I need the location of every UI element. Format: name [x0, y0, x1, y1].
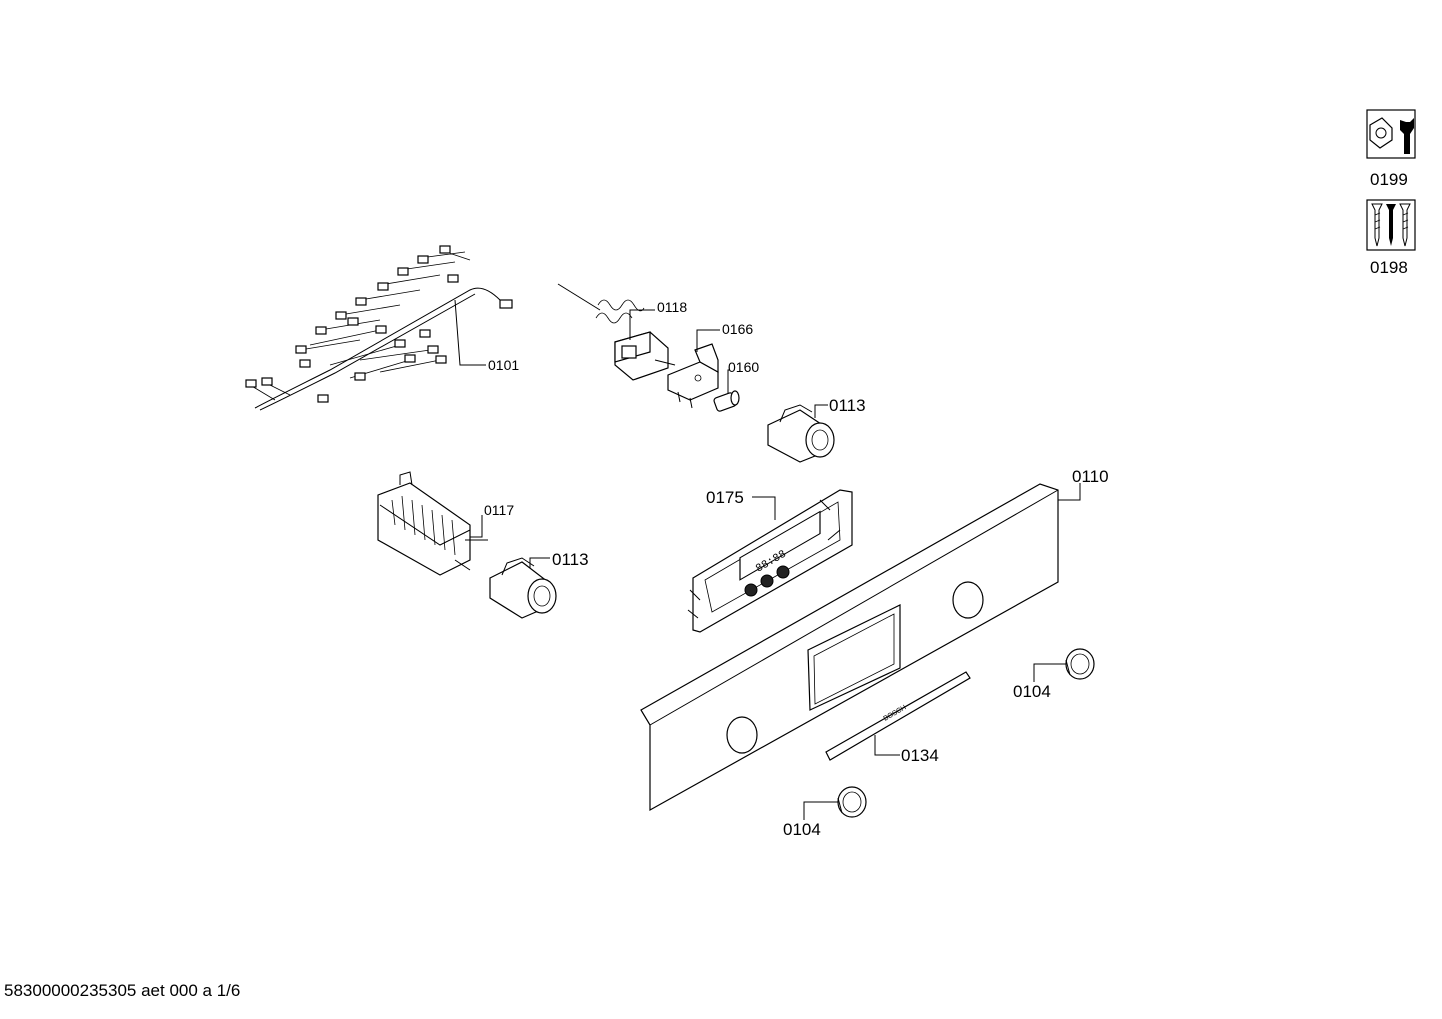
leader-line-0113-lower — [529, 557, 550, 568]
callout-0175: 0175 — [706, 488, 744, 507]
callout-0110: 0110 — [1072, 467, 1109, 486]
leader-line-0104-right — [1033, 663, 1066, 682]
leader-line-0118 — [629, 309, 655, 340]
callout-0118: 0118 — [657, 299, 687, 315]
leader-line-0113-upper — [814, 404, 828, 418]
callout-0101: 0101 — [488, 357, 519, 373]
thermostat-part — [557, 283, 676, 381]
leader-line-0101 — [454, 299, 486, 366]
control-module-part: 88:88 — [687, 489, 853, 633]
screws-icon — [1366, 199, 1416, 251]
callout-0113-lower: 0113 — [552, 550, 589, 569]
control-panel-part — [640, 483, 1059, 812]
screws-icon-label: 0198 — [1370, 258, 1408, 277]
knob-part-upper — [767, 404, 835, 463]
leader-line-0134 — [874, 735, 900, 756]
leader-line-0160 — [727, 369, 730, 393]
callout-0104-right: 0104 — [1013, 682, 1051, 701]
callout-0117: 0117 — [484, 502, 514, 518]
knob-part-lower — [489, 557, 557, 619]
callout-0104-lower: 0104 — [783, 820, 821, 839]
bracket-part — [667, 343, 719, 409]
leader-line-0110 — [1058, 483, 1081, 501]
leader-line-0166 — [696, 329, 720, 352]
document-id-footer: 58300000235305 aet 000 a 1/6 — [4, 981, 241, 1000]
tools-icon — [1366, 109, 1416, 159]
ring-part-right — [1065, 648, 1095, 680]
cap-part — [713, 390, 740, 412]
selector-switch-part — [377, 471, 488, 576]
callout-0134: 0134 — [901, 746, 939, 765]
callout-0113-upper: 0113 — [829, 396, 866, 415]
callout-0166: 0166 — [722, 321, 753, 337]
callout-0160: 0160 — [728, 359, 759, 375]
leader-line-0117 — [470, 515, 483, 538]
wiring-harness-part — [245, 245, 513, 411]
leader-line-0175 — [752, 496, 776, 520]
leader-line-0104-lower — [803, 801, 838, 820]
tools-icon-label: 0199 — [1370, 170, 1408, 189]
ring-part-lower — [837, 786, 867, 818]
